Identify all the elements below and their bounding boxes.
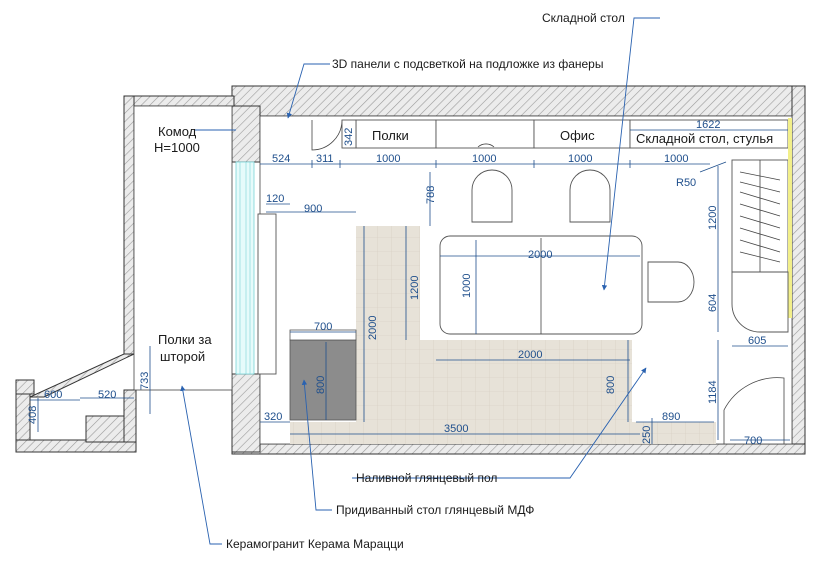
walls <box>15 85 806 455</box>
note-keramogranit: Керамогранит Керама Марацци <box>226 537 404 551</box>
dim-120: 120 <box>266 193 284 205</box>
dim-605: 605 <box>748 335 766 347</box>
dim-3500: 3500 <box>444 423 468 435</box>
dim-1000-d: 1000 <box>664 153 688 165</box>
note-nalivnoy-pol: Наливной глянцевый пол <box>356 471 497 485</box>
label-komod-height: H=1000 <box>154 140 200 155</box>
dim-604: 604 <box>707 294 719 312</box>
dim-2000-bottom: 2000 <box>518 349 542 361</box>
side-table <box>289 339 357 421</box>
dim-408: 408 <box>27 406 39 424</box>
dim-1200-vertical: 1200 <box>409 276 421 300</box>
dim-1184: 1184 <box>707 380 719 404</box>
dim-1000-b: 1000 <box>472 153 496 165</box>
label-skladnoy-stulya: Складной стол, стулья <box>636 131 773 146</box>
note-skladnoy-stol: Складной стол <box>542 11 625 25</box>
dim-890: 890 <box>662 411 680 423</box>
dim-2000-vertical: 2000 <box>367 316 379 340</box>
dim-1000-a: 1000 <box>376 153 400 165</box>
label-shtoroy: шторой <box>160 349 205 364</box>
dim-733: 733 <box>139 372 151 390</box>
furniture <box>235 118 792 444</box>
note-pridivanny-stol: Придиванный стол глянцевый МДФ <box>336 503 534 517</box>
leader-lines <box>180 17 660 545</box>
dimension-lines <box>30 129 790 444</box>
dim-900: 900 <box>304 203 322 215</box>
dim-342: 342 <box>343 128 355 146</box>
dim-524: 524 <box>272 153 290 165</box>
dim-311: 311 <box>316 153 334 165</box>
ceramic-tile-floor <box>356 226 420 422</box>
note-3d-panels: 3D панели с подсветкой на подложке из фа… <box>332 57 603 71</box>
dim-1000-sofa-depth: 1000 <box>461 274 473 298</box>
dim-1622: 1622 <box>696 119 720 131</box>
dim-2000-sofa: 2000 <box>528 249 552 261</box>
dim-1000-c: 1000 <box>568 153 592 165</box>
dim-800-right: 800 <box>605 376 617 394</box>
dim-320: 320 <box>264 411 282 423</box>
dim-600: 600 <box>44 389 62 401</box>
dim-520: 520 <box>98 389 116 401</box>
label-komod: Комод <box>158 124 197 139</box>
dim-1200-wardrobe: 1200 <box>707 206 719 230</box>
dim-700-table: 700 <box>314 321 332 333</box>
label-ofis: Офис <box>560 128 595 143</box>
label-polki: Полки <box>372 128 409 143</box>
dim-700-door: 700 <box>744 435 762 447</box>
dim-r50: R50 <box>676 177 696 189</box>
dim-788: 788 <box>425 186 437 204</box>
label-polki-za: Полки за <box>158 332 212 347</box>
dim-800-table: 800 <box>315 376 327 394</box>
dim-250: 250 <box>641 426 653 444</box>
